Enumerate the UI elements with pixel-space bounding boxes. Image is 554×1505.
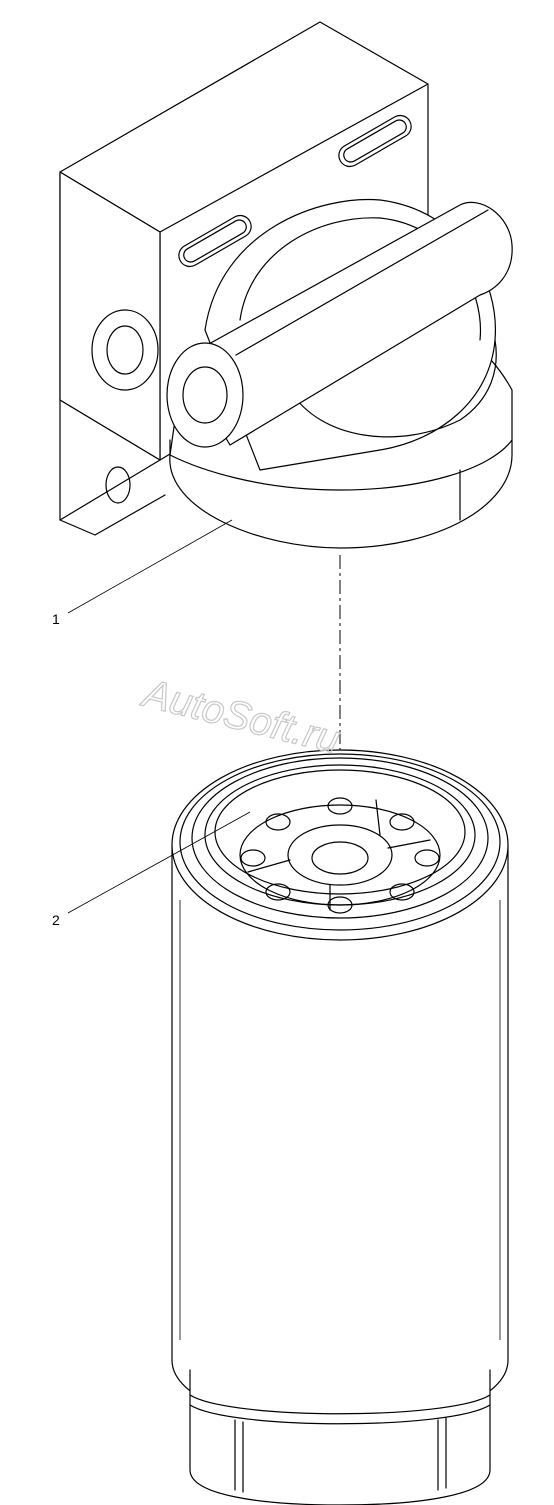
watermark-text: AutoSoft.ru [137, 671, 344, 763]
inlet-outlet-tube [166, 201, 513, 448]
filter-head-assembly [59, 21, 513, 549]
callout-label-2: 2 [52, 912, 60, 928]
callout-1: 1 [52, 519, 233, 627]
filter-cartridge [171, 749, 509, 1505]
callout-label-1: 1 [52, 611, 60, 627]
callout-2: 2 [52, 811, 251, 928]
